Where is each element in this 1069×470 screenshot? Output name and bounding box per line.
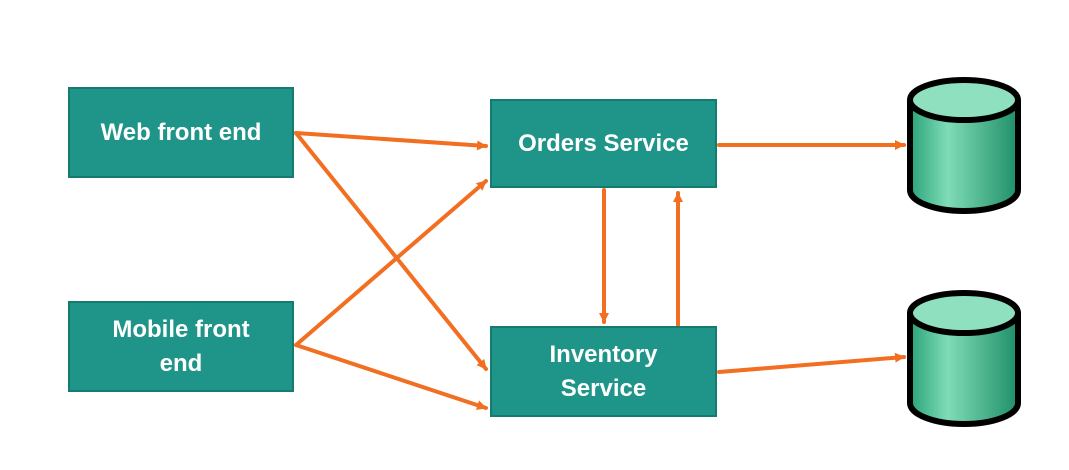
inventory-service-node: Inventory Service: [490, 326, 717, 417]
web-frontend-node: Web front end: [68, 87, 294, 178]
arrow-web-to-inventory: [294, 131, 488, 371]
arrow-mobile-to-orders: [294, 179, 488, 347]
mobile-frontend-node: Mobile front end: [68, 301, 294, 392]
arrow-web-to-orders: [294, 131, 488, 151]
orders-service-label: Orders Service: [518, 129, 689, 157]
database-1-icon: [907, 77, 1021, 214]
mobile-frontend-label: Mobile front end: [112, 315, 250, 377]
arrow-inventory-to-database-2: [717, 352, 906, 374]
orders-service-node: Orders Service: [490, 99, 717, 188]
database-2-icon: [907, 290, 1021, 427]
web-frontend-label: Web front end: [100, 118, 262, 146]
inventory-service-label: Inventory Service: [549, 340, 658, 402]
arrow-mobile-to-inventory: [294, 343, 488, 410]
